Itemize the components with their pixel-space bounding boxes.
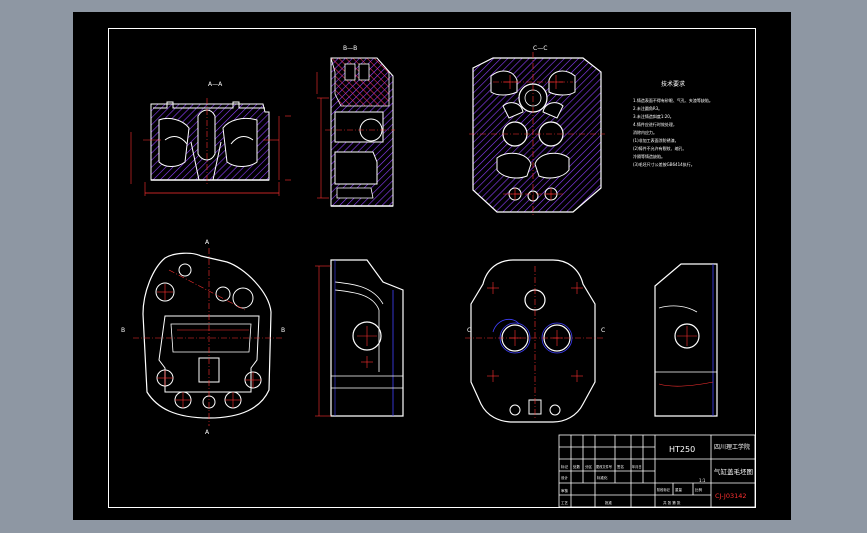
tb-change: 更改文件号 bbox=[596, 464, 612, 469]
drawing-border bbox=[108, 28, 756, 508]
marker-c-left: C bbox=[467, 327, 471, 334]
marker-a-bottom: A bbox=[205, 429, 210, 436]
tb-std: 标准化 bbox=[597, 475, 608, 480]
plan-view: A A B B bbox=[121, 239, 285, 436]
marker-b-right: B bbox=[281, 327, 285, 334]
tb-check: 审核 bbox=[561, 488, 569, 493]
material-label: HT250 bbox=[669, 445, 695, 454]
tb-design: 设计 bbox=[561, 475, 569, 480]
tech-req-line: (3)毛坯尺寸公差按GB6414执行。 bbox=[633, 161, 695, 167]
tb-scale-value: 1:1 bbox=[699, 478, 706, 483]
drawing-name: 气缸盖毛坯图 bbox=[714, 467, 753, 476]
tech-req-line: (1)非加工表面涂防锈漆。 bbox=[633, 137, 679, 143]
cad-drawing: A—A B—B bbox=[121, 45, 756, 508]
tb-stage: 阶段标记 bbox=[657, 487, 671, 492]
tb-zone: 分区 bbox=[585, 464, 593, 469]
tech-req-line: 3.未注铸造斜度1:20。 bbox=[633, 113, 674, 119]
marker-c-right: C bbox=[601, 327, 605, 334]
tb-count: 处数 bbox=[573, 464, 581, 469]
tech-req-title: 技术要求 bbox=[661, 80, 685, 88]
side-view-right bbox=[654, 263, 718, 417]
section-c-c-label: C—C bbox=[533, 45, 547, 52]
tech-req-line: 1.铸造表面不得有砂眼、气孔、夹渣等缺陷。 bbox=[633, 97, 713, 103]
tb-date: 年月日 bbox=[632, 464, 642, 469]
tb-weight: 重量 bbox=[675, 487, 683, 492]
section-c-c-view: C—C bbox=[469, 45, 605, 216]
drawing-code: CJ-J03142 bbox=[715, 492, 747, 500]
tech-req-line: 4.铸件应进行时效处理， bbox=[633, 121, 677, 127]
tb-sign: 签名 bbox=[617, 464, 624, 469]
technical-requirements: 技术要求 1.铸造表面不得有砂眼、气孔、夹渣等缺陷。 2.未注圆角R3。 3.未… bbox=[633, 80, 713, 167]
tb-scale: 比例 bbox=[695, 487, 703, 492]
tech-req-line: 冷隔等铸造缺陷。 bbox=[633, 153, 665, 159]
title-block bbox=[558, 434, 756, 508]
marker-b-left: B bbox=[121, 327, 125, 334]
section-b-b-label: B—B bbox=[343, 45, 357, 52]
section-a-a-label: A—A bbox=[208, 81, 223, 88]
tb-process: 工艺 bbox=[561, 500, 569, 505]
bottom-view: C C bbox=[465, 259, 605, 423]
tb-mark: 标记 bbox=[561, 464, 569, 469]
side-view-left bbox=[315, 259, 404, 417]
section-a-a-view: A—A bbox=[130, 81, 291, 196]
tech-req-line: (2)铸件不允许有裂纹、缩孔、 bbox=[633, 145, 687, 151]
marker-a-top: A bbox=[205, 239, 210, 246]
title-block-text: HT250 四川理工学院 气缸盖毛坯图 CJ-J03142 标记 处数 分区 更… bbox=[561, 443, 753, 505]
tech-req-line: 消除内应力。 bbox=[633, 129, 657, 135]
cad-viewport[interactable]: A—A B—B bbox=[73, 12, 791, 520]
school-name: 四川理工学院 bbox=[714, 443, 750, 451]
section-b-b-view: B—B bbox=[316, 45, 395, 207]
tech-req-line: 2.未注圆角R3。 bbox=[633, 105, 662, 111]
tb-sheet: 共 张 第 张 bbox=[663, 500, 681, 505]
tb-approve: 批准 bbox=[605, 500, 613, 505]
